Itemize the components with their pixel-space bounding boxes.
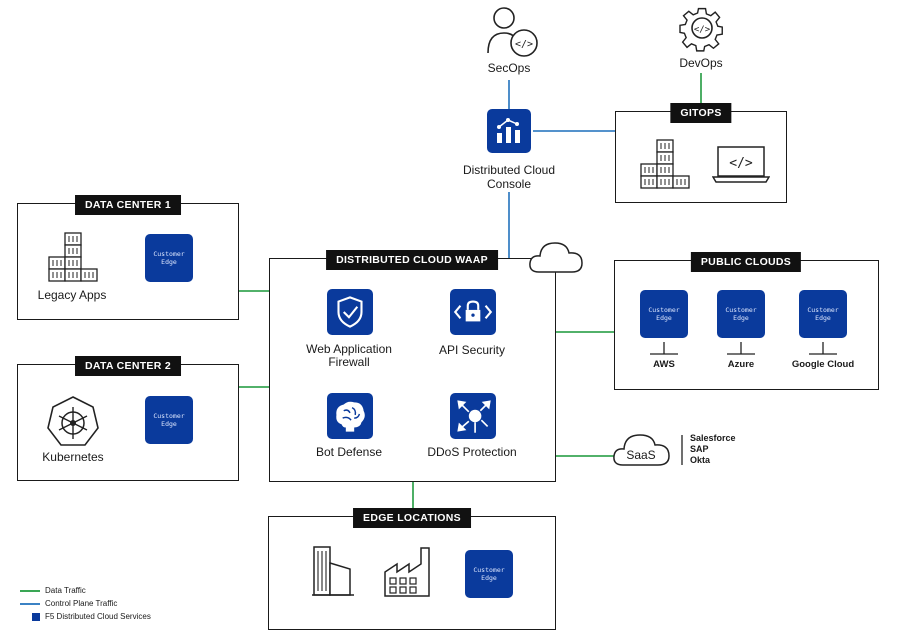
factory-icon: [382, 546, 436, 603]
ce-text: Customer: [725, 306, 757, 314]
aws-label: AWS: [653, 359, 675, 370]
public-clouds-tag: PUBLIC CLOUDS: [690, 252, 802, 272]
console-label-line1: Distributed Cloud: [462, 163, 556, 177]
ce-text: Customer: [807, 306, 839, 314]
svg-text:</>: </>: [515, 39, 533, 50]
ce-text: Edge: [656, 314, 672, 322]
ce-text: Customer: [153, 412, 185, 420]
cloud-connector-ticks: [650, 342, 837, 355]
legend-f5-services: F5 Distributed Cloud Services: [20, 612, 151, 621]
control-plane-swatch: [20, 602, 40, 605]
bot-brain-icon[interactable]: [327, 393, 373, 439]
ce-text: Edge: [161, 420, 177, 428]
ce-text: Customer: [153, 250, 185, 258]
ddos-protection-label: DDoS Protection: [427, 445, 517, 459]
saas-bracket: [681, 435, 683, 465]
google-cloud-label: Google Cloud: [791, 359, 855, 370]
ce-text: Edge: [815, 314, 831, 322]
legend-data-traffic: Data Traffic: [20, 586, 86, 595]
ce-text: Edge: [733, 314, 749, 322]
saas-app-salesforce: Salesforce: [690, 433, 736, 443]
ce-text: Customer: [473, 566, 505, 574]
saas-app-sap: SAP: [690, 444, 709, 454]
laptop-code-icon: </>: [711, 146, 771, 189]
edge-locations-tag: EDGE LOCATIONS: [353, 508, 471, 528]
saas-app-okta: Okta: [690, 455, 711, 465]
waf-label-line2: Firewall: [328, 355, 370, 369]
waap-box: [269, 258, 556, 482]
legend-label: Control Plane Traffic: [45, 599, 118, 608]
f5-services-swatch: [32, 612, 40, 621]
cloud-icon: [611, 428, 673, 473]
legend-control-plane: Control Plane Traffic: [20, 599, 117, 608]
ce-text: Edge: [161, 258, 177, 266]
saas-label: SaaS: [626, 448, 656, 462]
devops-label: DevOps: [679, 56, 723, 70]
shield-check-icon[interactable]: [327, 289, 373, 335]
lock-brackets-icon[interactable]: [450, 289, 496, 335]
kubernetes-helm-icon: [46, 395, 100, 454]
legacy-apps-label: Legacy Apps: [37, 288, 107, 302]
data-center-2-tag: DATA CENTER 2: [75, 356, 181, 376]
ddos-burst-icon[interactable]: [450, 393, 496, 439]
data-traffic-swatch: [20, 589, 40, 592]
bot-defense-label: Bot Defense: [315, 445, 383, 459]
api-security-label: API Security: [438, 343, 506, 357]
ce-text: Customer: [648, 306, 680, 314]
kubernetes-label: Kubernetes: [42, 450, 104, 464]
cloud-icon: [527, 237, 585, 280]
building-icon: [310, 545, 356, 602]
legend-label: Data Traffic: [45, 586, 86, 595]
waap-tag: DISTRIBUTED CLOUD WAAP: [326, 250, 498, 270]
gitops-tag: GITOPS: [670, 103, 732, 123]
waf-label-line1: Web Application: [306, 342, 392, 356]
secops-label: SecOps: [487, 61, 531, 75]
person-code-icon: </>: [484, 3, 544, 64]
server-stack-icon: [48, 232, 100, 287]
gear-code-icon: </>: [676, 2, 728, 59]
data-center-1-tag: DATA CENTER 1: [75, 195, 181, 215]
server-stack-icon: [640, 139, 692, 194]
svg-text:</>: </>: [729, 156, 753, 171]
dashboard-chart-icon[interactable]: [487, 109, 531, 153]
legend-label: F5 Distributed Cloud Services: [45, 612, 151, 621]
ce-text: Edge: [481, 574, 497, 582]
svg-text:</>: </>: [694, 25, 711, 35]
console-label-line2: Console: [486, 177, 532, 191]
azure-label: Azure: [727, 359, 755, 370]
